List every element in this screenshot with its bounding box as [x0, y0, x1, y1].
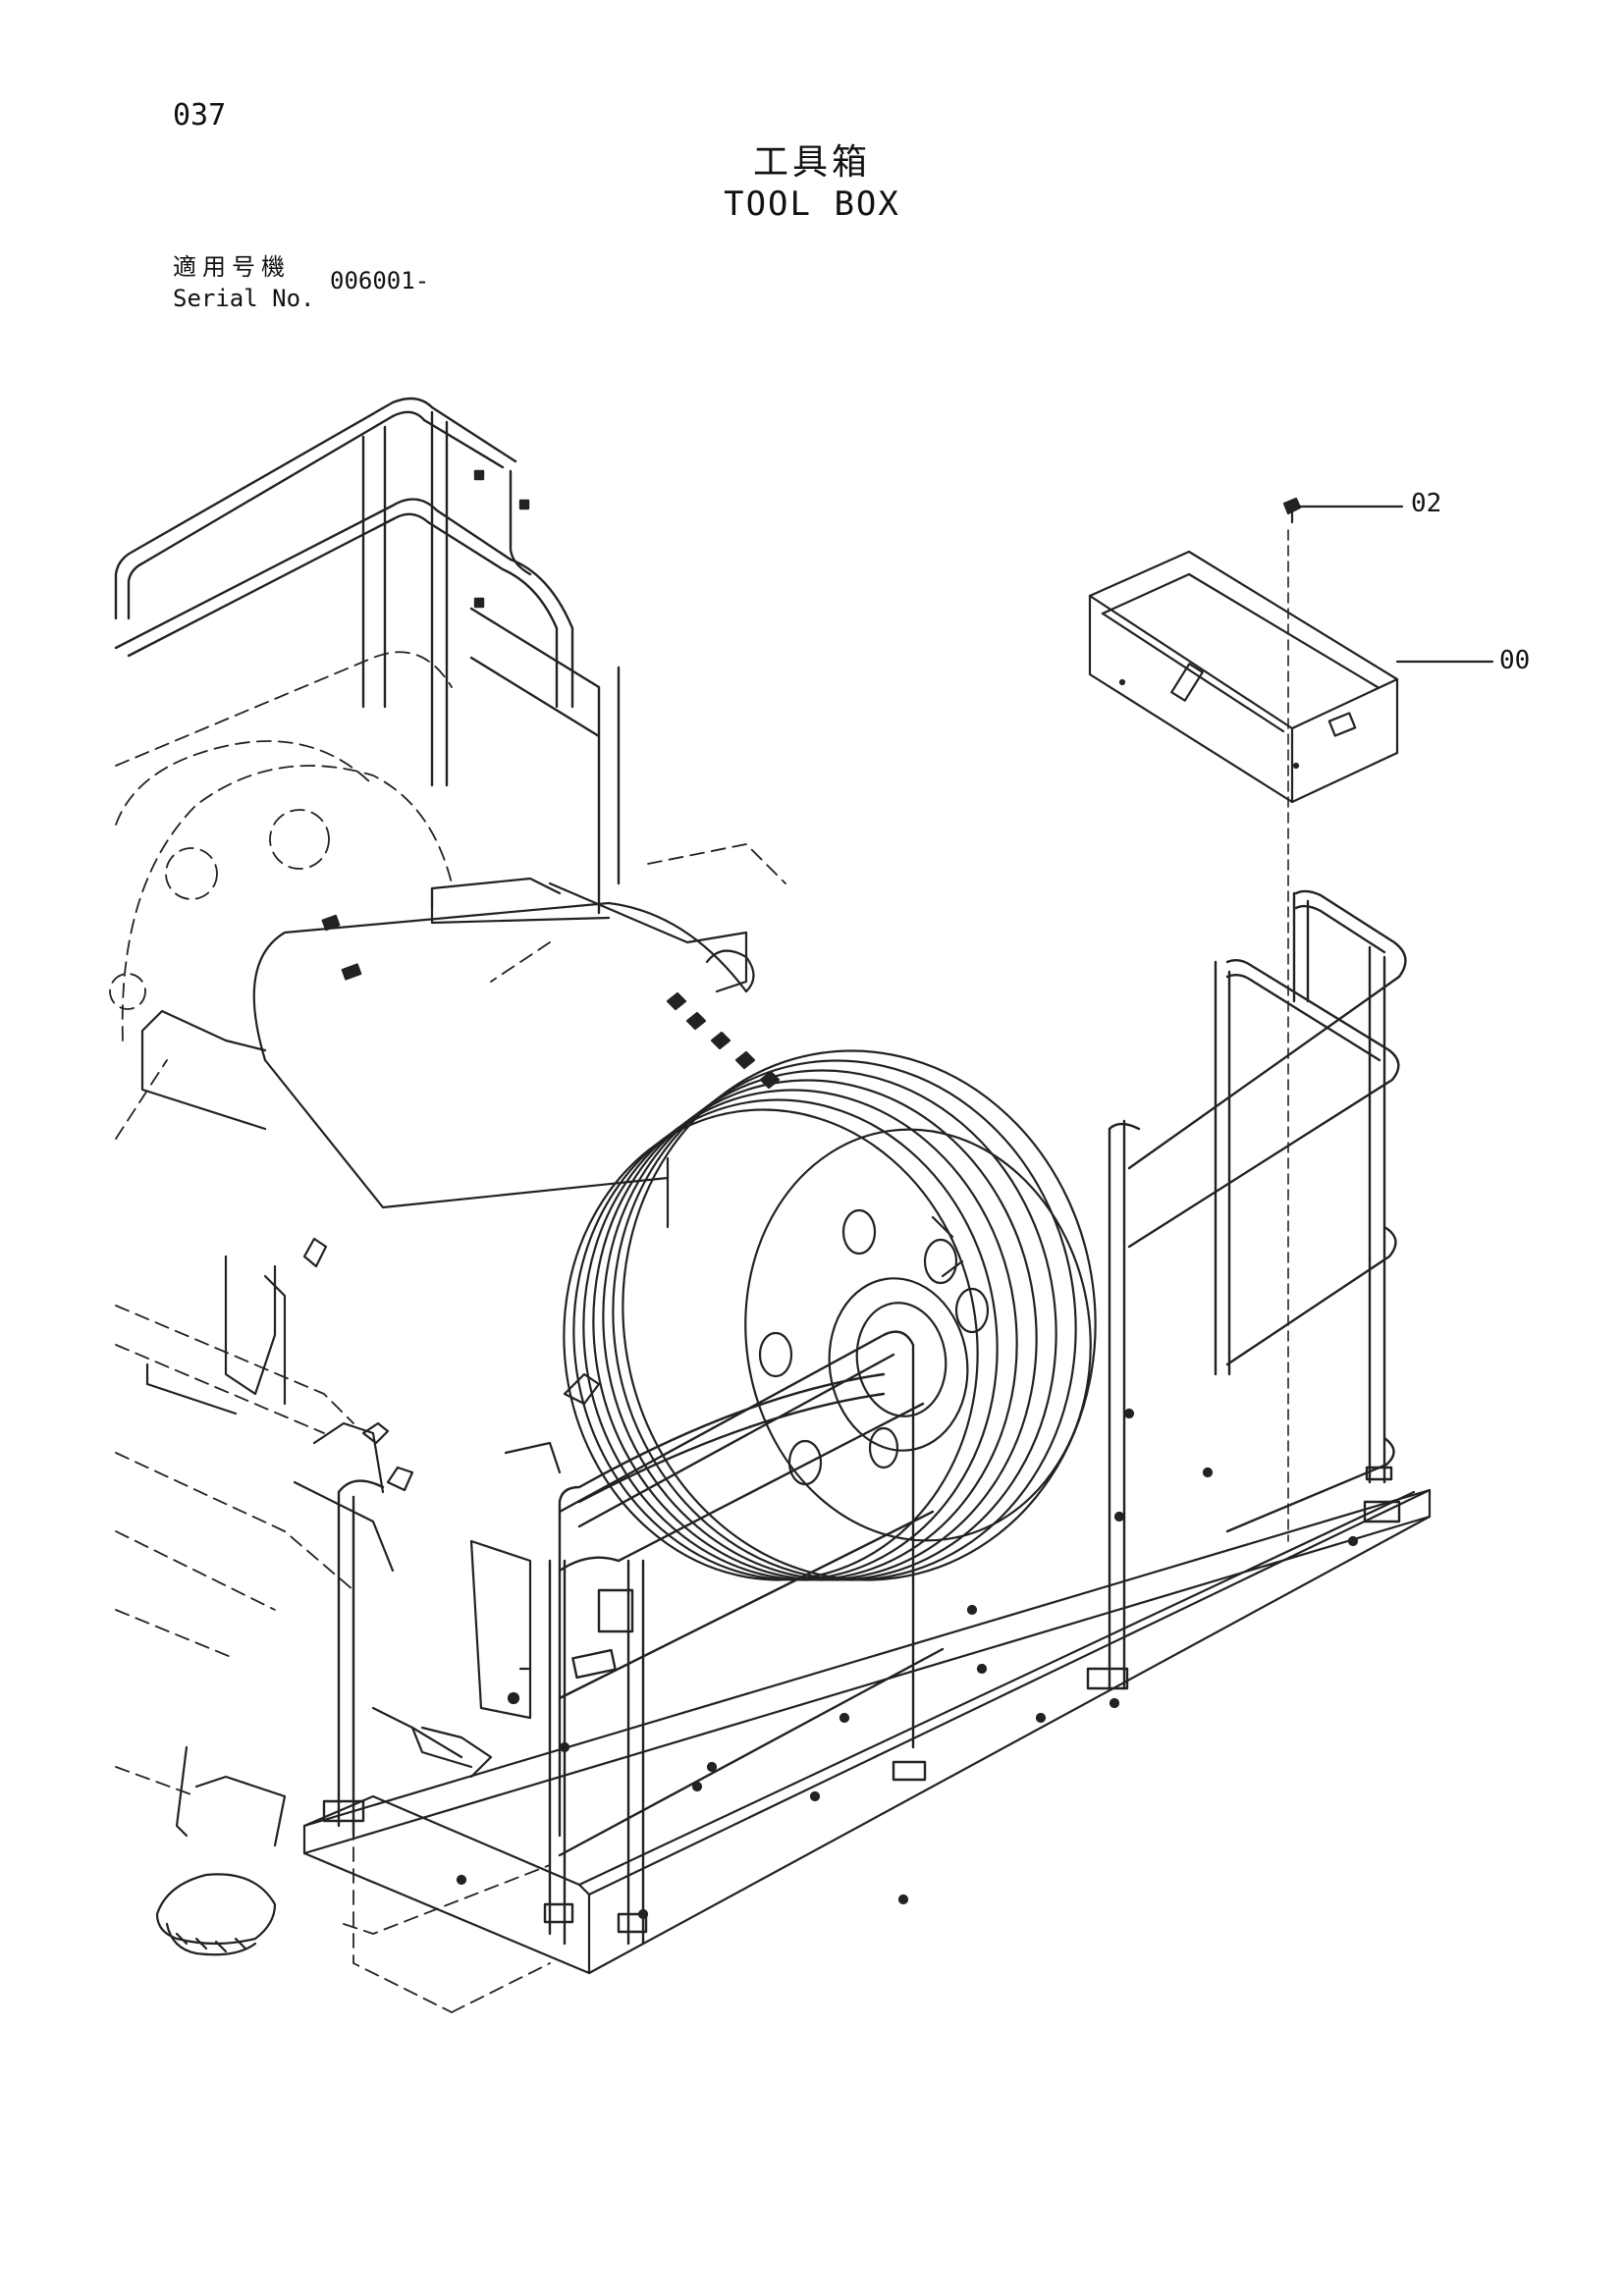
pulley	[534, 1020, 1130, 1611]
screw-02	[1284, 499, 1402, 1541]
title-japanese: 工具箱	[752, 142, 871, 183]
base-platform	[304, 1158, 1430, 1973]
serial-label-japanese: 適用号機	[173, 253, 291, 281]
page-number: 037	[173, 98, 227, 133]
front-railing	[324, 1332, 943, 1944]
title-english: TOOL BOX	[724, 185, 900, 224]
motor-drum	[142, 879, 779, 1266]
callout-label-02: 02	[1411, 489, 1442, 518]
serial-label-english: Serial No.	[173, 285, 315, 312]
lower-left-assembly	[147, 1256, 599, 1954]
right-railing	[1088, 891, 1405, 1688]
tool-box	[1090, 552, 1397, 802]
serial-value: 006001-	[330, 267, 430, 294]
upper-left-railing	[116, 399, 619, 913]
machine-frame-hidden	[110, 652, 785, 2012]
callout-label-00: 00	[1499, 646, 1531, 675]
